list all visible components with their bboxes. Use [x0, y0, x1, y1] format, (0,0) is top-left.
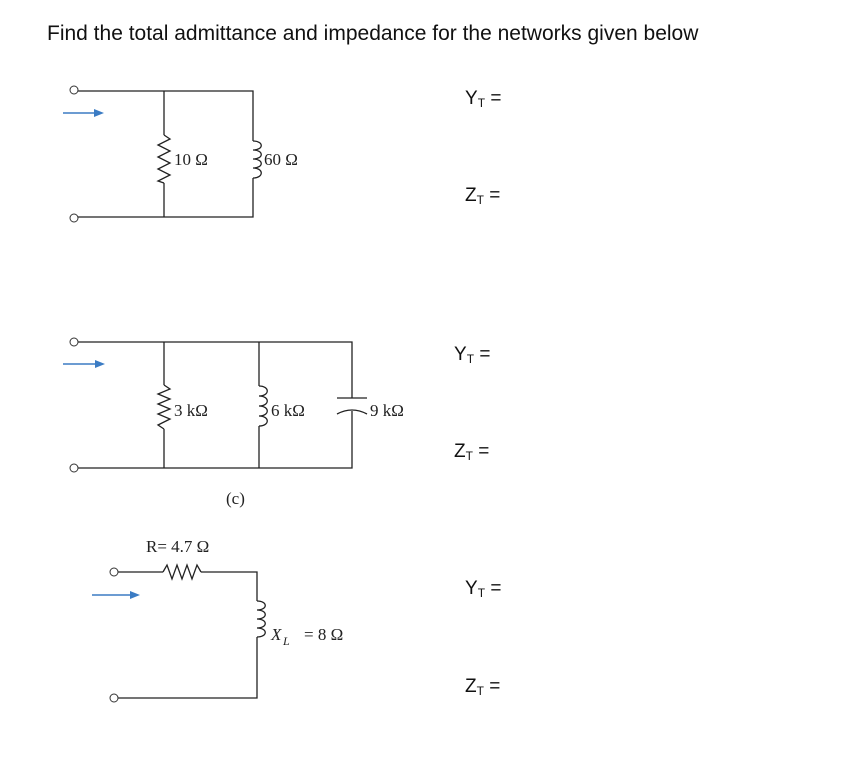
net2-caption: (c)	[226, 489, 245, 508]
net3-z-symbol: Z	[465, 676, 477, 697]
problem-title: Find the total admittance and impedance …	[47, 22, 699, 45]
net1-resistor	[156, 134, 172, 184]
net2-y-symbol: Y	[454, 344, 467, 365]
net1-impedance-answer: ZT =	[465, 185, 500, 207]
net3-bottom-wire	[115, 637, 258, 699]
net2-top-wire	[75, 341, 353, 398]
net2-resistor	[156, 384, 172, 430]
net3-y-sub: T	[477, 586, 486, 600]
net3-terminal-top	[109, 567, 119, 577]
net1-z-symbol: Z	[465, 185, 477, 206]
net3-z-sub: T	[476, 684, 484, 698]
net1-y-eq: =	[490, 88, 502, 109]
net1-bottom-wire	[75, 178, 254, 218]
net2-bottom-wire	[75, 411, 353, 469]
net3-y-eq: =	[490, 578, 502, 599]
net3-xl-subscript: L	[282, 634, 290, 648]
net3-admittance-answer: YT =	[465, 578, 501, 600]
net2-y-eq: =	[479, 344, 491, 365]
net3-xl-value: = 8 Ω	[304, 625, 343, 644]
net1-terminal-top	[69, 85, 79, 95]
net2-capacitor-label: 9 kΩ	[370, 401, 404, 420]
net3-resistor	[162, 563, 202, 581]
net2-z-eq: =	[478, 441, 490, 462]
net1-admittance-answer: YT =	[465, 88, 501, 110]
net2-terminal-top	[69, 337, 79, 347]
net1-top-wire	[75, 90, 254, 141]
net3-xl-symbol: X	[270, 625, 282, 644]
net2-admittance-answer: YT =	[454, 344, 490, 366]
net3-inductor	[256, 600, 266, 638]
network-3: R= 4.7 Ω X L = 8 Ω	[92, 537, 343, 703]
net3-terminal-bottom	[109, 693, 119, 703]
net2-current-arrowhead	[95, 360, 105, 368]
net3-current-arrowhead	[130, 591, 140, 599]
net1-z-eq: =	[489, 185, 501, 206]
network-1: 10 Ω 60 Ω	[63, 85, 298, 223]
net2-impedance-answer: ZT =	[454, 441, 489, 463]
net2-inductor	[258, 385, 268, 427]
net1-y-symbol: Y	[465, 88, 478, 109]
net2-capacitor-plate-bottom	[336, 409, 368, 415]
net1-y-sub: T	[477, 96, 486, 110]
net2-terminal-bottom	[69, 463, 79, 473]
net1-resistor-label: 10 Ω	[174, 150, 208, 169]
net3-impedance-answer: ZT =	[465, 676, 500, 698]
network-2: 3 kΩ 6 kΩ 9 kΩ (c)	[63, 337, 404, 508]
net2-z-sub: T	[465, 449, 473, 463]
net2-y-sub: T	[466, 352, 475, 366]
net1-z-sub: T	[476, 193, 484, 207]
net3-y-symbol: Y	[465, 578, 478, 599]
net3-resistor-label: R= 4.7 Ω	[146, 537, 209, 556]
net1-current-arrowhead	[94, 109, 104, 117]
net2-z-symbol: Z	[454, 441, 466, 462]
net3-z-eq: =	[489, 676, 501, 697]
net2-inductor-label: 6 kΩ	[271, 401, 305, 420]
net1-inductor-label: 60 Ω	[264, 150, 298, 169]
net2-resistor-label: 3 kΩ	[174, 401, 208, 420]
net1-inductor	[252, 140, 262, 179]
net3-top-wire	[201, 571, 258, 601]
net1-terminal-bottom	[69, 213, 79, 223]
